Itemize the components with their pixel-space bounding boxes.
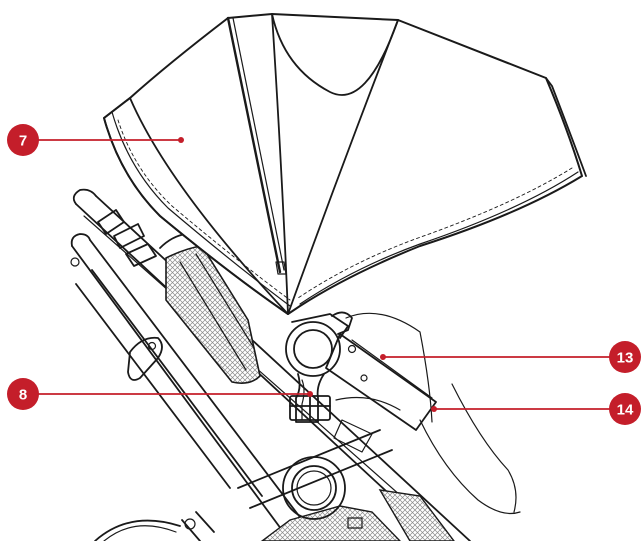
leader-dot-7	[178, 137, 184, 143]
leader-dot-14	[431, 406, 437, 412]
callout-badge-8	[7, 378, 39, 410]
leader-dot-13	[380, 354, 386, 360]
callout-14: 14	[431, 393, 641, 425]
seat-mesh-side-panel	[159, 233, 261, 384]
callout-label-8: 8	[19, 387, 27, 404]
callout-7: 7	[7, 124, 184, 156]
leader-dot-8	[307, 391, 313, 397]
callout-badge-13	[609, 341, 641, 373]
callout-13: 13	[380, 341, 641, 373]
canopy	[103, 13, 587, 315]
footrest-mesh-panel	[260, 489, 455, 541]
seat-adapter	[237, 311, 521, 529]
callout-badge-14	[609, 393, 641, 425]
callout-label-7: 7	[19, 133, 27, 150]
callout-8: 8	[7, 378, 313, 410]
callout-label-13: 13	[617, 350, 634, 367]
callout-badge-7	[7, 124, 39, 156]
callout-label-14: 14	[617, 402, 634, 419]
